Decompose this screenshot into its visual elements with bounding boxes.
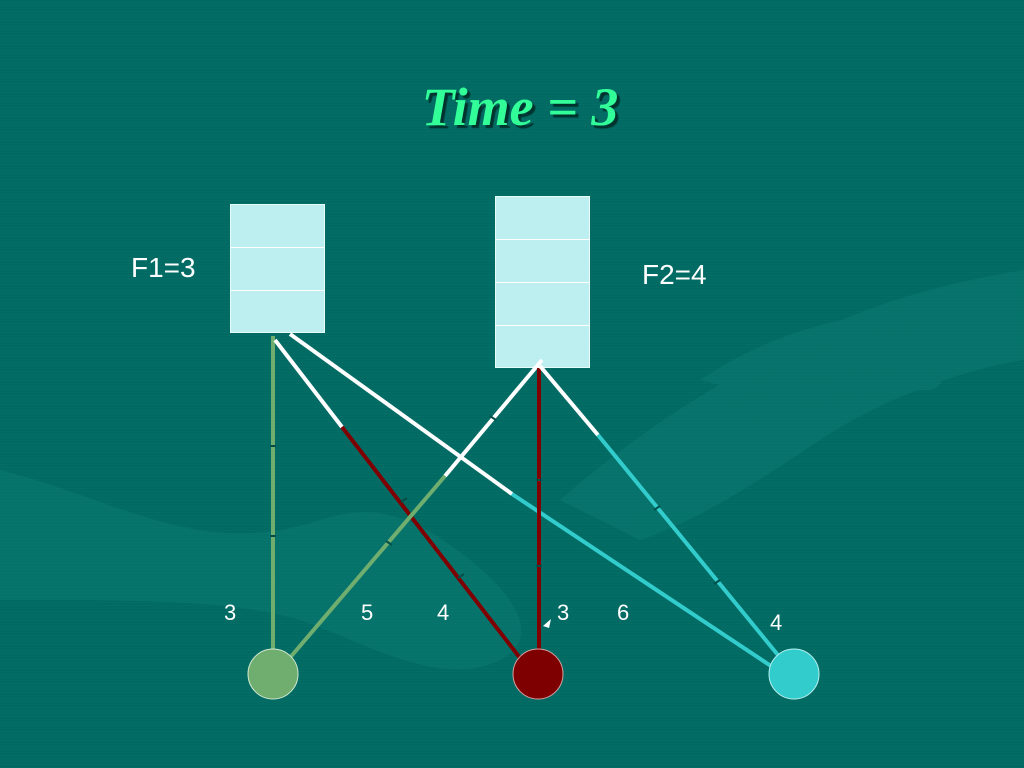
node-cyan [769, 649, 819, 699]
link-f2-cyan-white-segment [540, 366, 598, 435]
node-green [248, 649, 298, 699]
link-f1-red-white-segment [275, 340, 342, 427]
node-red [513, 649, 563, 699]
arrow-marker-icon [543, 619, 551, 628]
link-value-label: 6 [617, 600, 629, 626]
link-value-label: 4 [437, 600, 449, 626]
link-f2-green [288, 476, 445, 660]
link-value-label: 4 [770, 610, 782, 636]
link-f2-cyan [598, 435, 782, 660]
link-value-label: 5 [361, 600, 373, 626]
link-f1-cyan-white-segment [290, 334, 512, 494]
link-value-label: 3 [557, 600, 569, 626]
link-f1-cyan [512, 494, 780, 672]
link-value-label: 3 [224, 600, 236, 626]
